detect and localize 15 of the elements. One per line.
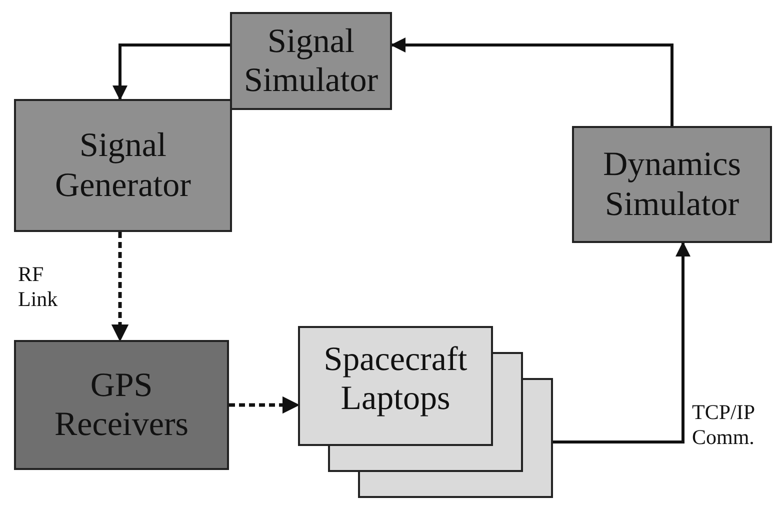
node-label: Signal Generator	[54, 126, 192, 205]
node-label: GPS Receivers	[53, 366, 190, 444]
dashed-arrow	[111, 232, 129, 342]
process-box	[14, 340, 229, 470]
process-box	[14, 99, 232, 232]
process-box	[230, 12, 392, 110]
node-label: Spacecraft Laptops	[322, 340, 468, 419]
node-label: Signal Simulator	[242, 22, 380, 100]
arrow	[112, 44, 230, 100]
process-box	[572, 126, 772, 243]
dashed-arrow	[229, 396, 300, 414]
arrow	[390, 38, 674, 126]
stacked-cards	[298, 326, 553, 498]
node-label: Dynamics Simulator	[602, 145, 742, 224]
arrow	[553, 242, 690, 444]
